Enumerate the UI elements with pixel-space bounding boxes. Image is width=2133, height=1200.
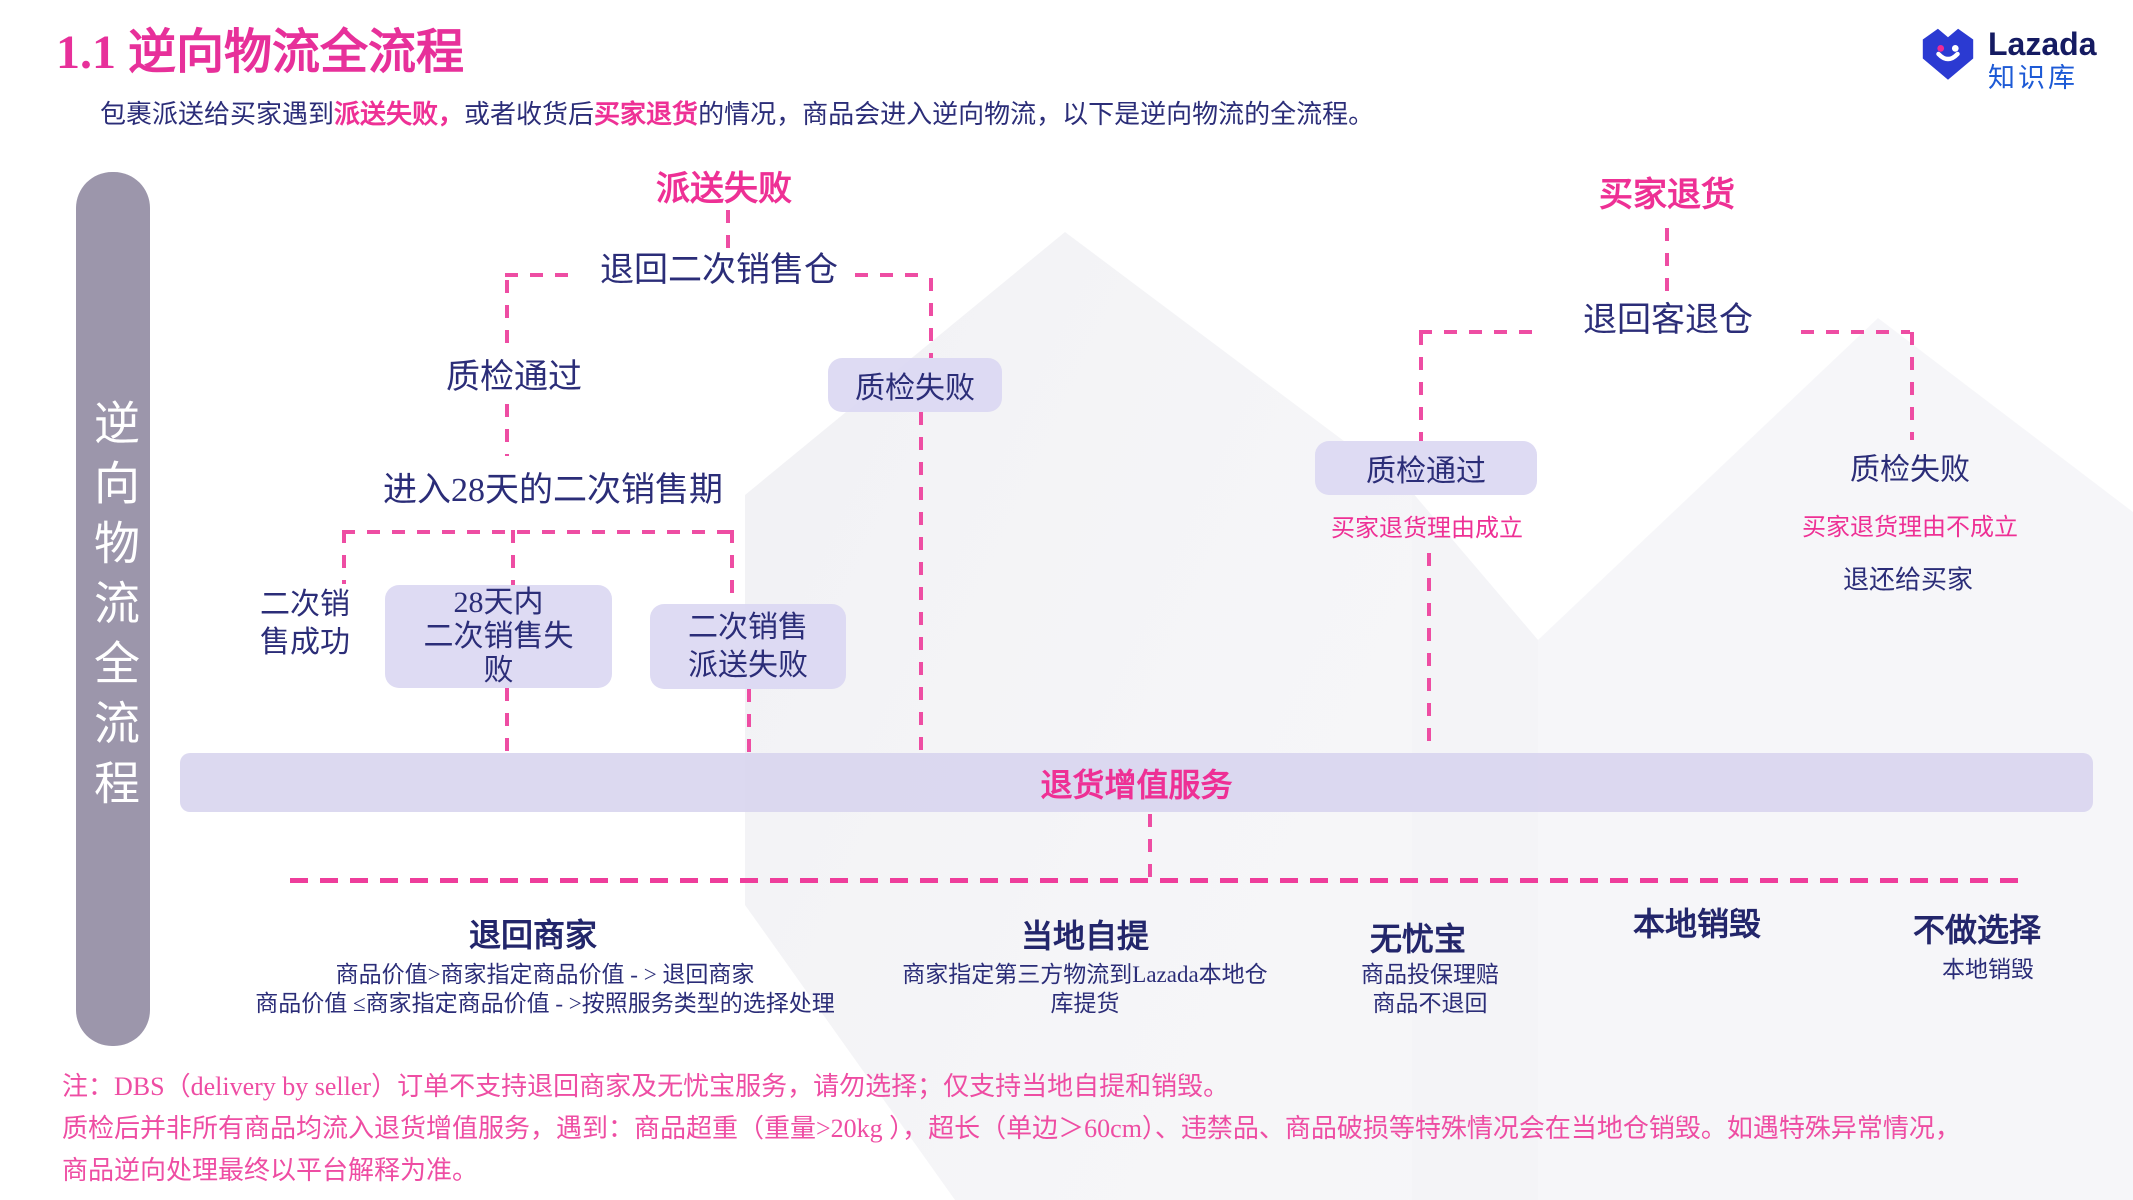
lazada-heart-icon — [1920, 26, 1976, 87]
connector — [342, 530, 346, 584]
intro-mid: 或者收货后 — [464, 100, 595, 129]
buyer-qc-fail-label: 质检失败 — [1850, 453, 1970, 487]
logo-subtitle: 知识库 — [1988, 63, 2078, 93]
connector — [511, 530, 515, 585]
option-return-to-seller-desc: 商品价值>商家指定商品价值 - > 退回商家 商品价值 ≤商家指定商品价值 - … — [255, 962, 835, 1016]
resale-delivery-fail-box: 二次销售 派送失败 — [650, 604, 846, 689]
buyer-return-title: 买家退货 — [1599, 176, 1735, 214]
return-reason-invalid-label: 买家退货理由不成立 — [1802, 514, 2018, 541]
vas-bar-label: 退货增值服务 — [1040, 766, 1233, 803]
connector — [747, 689, 751, 753]
connector — [726, 210, 730, 250]
resale-period-label: 进入28天的二次销售期 — [383, 471, 723, 509]
intro-highlight-delivery-fail: 派送失败， — [334, 100, 465, 129]
option-return-to-seller: 退回商家 — [468, 917, 598, 953]
qc-pass-label: 质检通过 — [446, 358, 582, 396]
option-local-pickup-desc: 商家指定第三方物流到Lazada本地仓库提货 — [902, 962, 1268, 1016]
option-local-pickup: 当地自提 — [1020, 918, 1150, 954]
intro-pre: 包裹派送给买家遇到 — [100, 100, 335, 129]
option-no-choice-desc: 本地销毁 — [1942, 957, 2034, 982]
connector — [929, 278, 933, 358]
intro-text: 包裹派送给买家遇到派送失败，或者收货后买家退货的情况，商品会进入逆向物流，以下是… — [100, 94, 1374, 131]
connector — [505, 273, 573, 277]
vas-bar: 退货增值服务 — [180, 753, 2093, 812]
connector — [855, 273, 929, 277]
return-customer-warehouse-label: 退回客退仓 — [1583, 301, 1753, 339]
options-separator-line — [290, 878, 2022, 883]
option-worry-free-desc: 商品投保理赔 商品不退回 — [1361, 962, 1499, 1016]
logo-text: Lazada 知识库 — [1988, 26, 2096, 94]
connector — [1665, 228, 1669, 292]
connector — [1801, 330, 1910, 334]
option-no-choice: 不做选择 — [1912, 912, 2042, 948]
qc-fail-box: 质检失败 — [828, 358, 1002, 412]
connector — [1427, 553, 1431, 753]
return-resale-warehouse-label: 退回二次销售仓 — [600, 251, 838, 289]
sidebar-banner: 逆向物流全流程 — [76, 172, 150, 1046]
buyer-qc-pass-box: 质检通过 — [1315, 441, 1537, 495]
logo-brand: Lazada — [1988, 26, 2097, 62]
footnote-2: 质检后并非所有商品均流入退货增值服务，遇到：商品超重（重量>20kg ），超长（… — [62, 1114, 1961, 1143]
connector — [1910, 332, 1914, 440]
option-local-destroy: 本地销毁 — [1632, 906, 1762, 942]
resale-success-label: 二次销 售成功 — [260, 588, 350, 659]
connector — [730, 530, 734, 604]
resale-fail-box: 28天内 二次销售失 败 — [385, 585, 612, 688]
connector — [1419, 330, 1535, 334]
page-title: 1.1 逆向物流全流程 — [56, 26, 465, 79]
delivery-fail-title: 派送失败 — [656, 170, 792, 208]
connector — [919, 412, 923, 753]
footnote-3: 商品逆向处理最终以平台解释为准。 — [62, 1156, 479, 1185]
return-reason-valid-label: 买家退货理由成立 — [1331, 515, 1523, 542]
option-worry-free: 无忧宝 — [1369, 921, 1467, 957]
footnote-1: 注：DBS（delivery by seller）订单不支持退回商家及无忧宝服务… — [62, 1072, 1230, 1101]
lazada-logo: Lazada 知识库 — [1920, 26, 2096, 94]
intro-highlight-buyer-return: 买家退货 — [594, 100, 699, 129]
connector — [1148, 814, 1152, 878]
connector — [1419, 332, 1423, 441]
connector — [505, 404, 509, 456]
connector — [505, 280, 509, 352]
intro-post: 的情况，商品会进入逆向物流，以下是逆向物流的全流程。 — [698, 100, 1375, 129]
connector — [342, 530, 735, 534]
return-to-buyer-label: 退还给买家 — [1842, 565, 1974, 595]
connector — [505, 688, 509, 753]
